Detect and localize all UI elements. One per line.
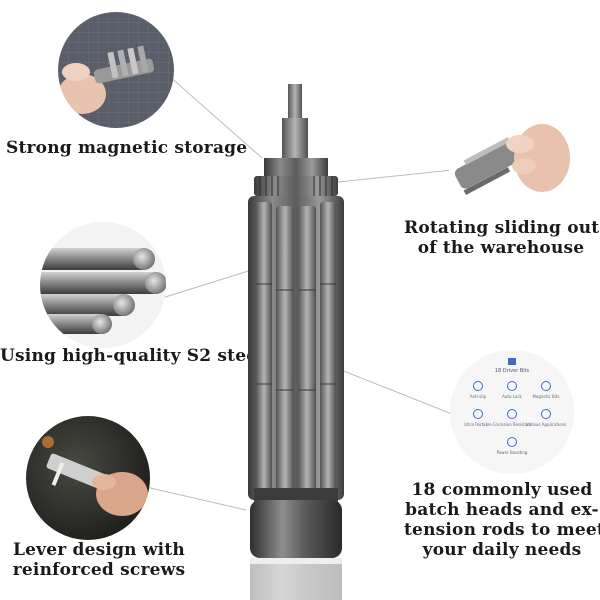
bits-box-icon bbox=[508, 358, 516, 365]
feature-card-icons: 18 Driver Bits Anti-slip Auto Lock Magne… bbox=[464, 358, 566, 455]
caption-lever: Lever design with reinforced screws bbox=[12, 540, 186, 580]
applications-icon bbox=[541, 409, 551, 419]
svg-text:Corrosion Resistant: Corrosion Resistant bbox=[493, 422, 532, 427]
steel-rods-photo bbox=[40, 222, 166, 348]
line-lever bbox=[145, 486, 247, 511]
corrosion-icon bbox=[507, 409, 517, 419]
svg-text:Various Applications: Various Applications bbox=[526, 422, 566, 427]
caption-magnetic-storage: Strong magnetic storage bbox=[6, 138, 248, 158]
caption-steel: Using high-quality S2 steel bbox=[0, 346, 264, 366]
feature-card: 18 Driver Bits Anti-slip Auto Lock Magne… bbox=[450, 350, 574, 474]
magnetic-storage-photo bbox=[58, 12, 174, 128]
caption-bits: 18 commonly used batch heads and ex- ten… bbox=[404, 480, 600, 560]
rotating-hand-photo bbox=[448, 96, 574, 222]
svg-text:Magnetic Bits: Magnetic Bits bbox=[532, 394, 559, 399]
auto-lock-icon bbox=[507, 381, 517, 391]
knurled-collar bbox=[254, 176, 338, 196]
anti-slip-icon bbox=[473, 381, 483, 391]
torx-tip bbox=[288, 84, 302, 118]
magnet-icon bbox=[541, 381, 551, 391]
screwdriver-product bbox=[248, 84, 344, 600]
stored-bits bbox=[256, 202, 336, 492]
lever-hand-photo bbox=[26, 416, 150, 540]
power-icon bbox=[507, 437, 517, 447]
feature-card-title: 18 Driver Bits bbox=[495, 368, 530, 374]
caption-rotating: Rotating sliding out of the warehouse bbox=[404, 218, 600, 258]
base-cap bbox=[250, 500, 342, 558]
portable-icon bbox=[473, 409, 483, 419]
svg-text:Ultra Portable: Ultra Portable bbox=[464, 422, 492, 427]
svg-text:Auto Lock: Auto Lock bbox=[502, 394, 522, 399]
svg-text:Power Boosting: Power Boosting bbox=[497, 450, 528, 455]
svg-text:Anti-slip: Anti-slip bbox=[470, 394, 487, 399]
